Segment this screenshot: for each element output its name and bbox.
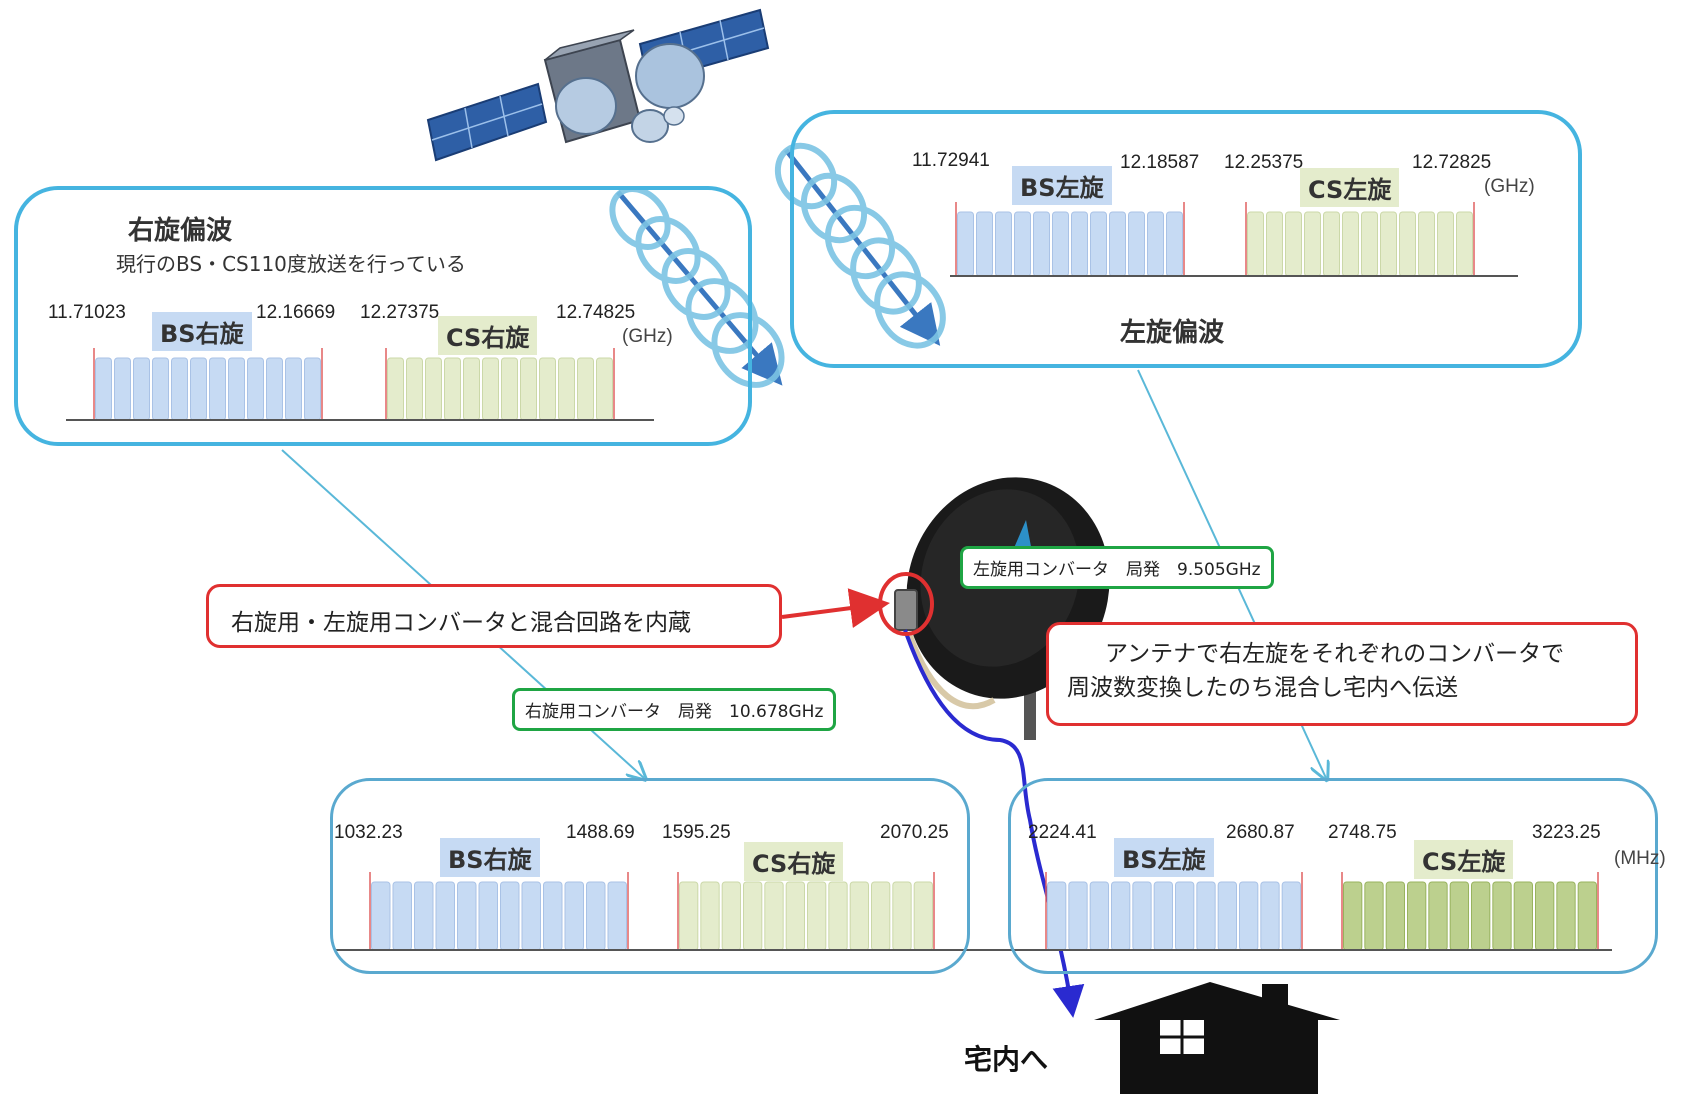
left-polarization-beam	[774, 142, 946, 349]
band-label-bs: BS左旋	[1012, 166, 1112, 205]
freq-label: 2748.75	[1328, 822, 1397, 843]
freq-label: 12.27375	[360, 302, 440, 323]
freq-label: 11.72941	[912, 150, 990, 171]
freq-label: 1488.69	[566, 822, 635, 843]
freq-label: 2070.25	[880, 822, 949, 843]
freq-label: 3223.25	[1532, 822, 1601, 843]
if-left-panel	[1008, 778, 1658, 974]
band-label-bs: BS右旋	[440, 838, 540, 877]
band-label-cs: CS左旋	[1300, 168, 1400, 207]
freq-label: 12.16669	[256, 302, 336, 323]
unit-label: (GHz)	[622, 326, 673, 347]
converter-callout-text: 右旋用・左旋用コンバータと混合回路を内蔵	[231, 610, 691, 636]
if-left-spectrum	[1000, 872, 1612, 951]
home-label: 宅内へ	[964, 1043, 1049, 1076]
freq-label: 12.74825	[556, 302, 636, 323]
left-panel-title: 左旋偏波	[1120, 318, 1225, 348]
satellite-icon	[426, 8, 770, 162]
right-panel-title: 右旋偏波	[128, 216, 233, 246]
unit-label: (MHz)	[1614, 848, 1666, 869]
freq-label: 12.72825	[1412, 152, 1492, 173]
if-right-panel	[330, 778, 970, 974]
freq-label: 1032.23	[334, 822, 403, 843]
house-icon	[1094, 982, 1340, 1094]
right-converter-label: 右旋用コンバータ 局発 10.678GHz	[512, 688, 837, 731]
rf-right-spectrum	[66, 348, 654, 421]
freq-label: 12.25375	[1224, 152, 1304, 173]
left-converter-label: 左旋用コンバータ 局発 9.505GHz	[960, 546, 1274, 589]
right-panel-subtitle: 現行のBS・CS110度放送を行っている	[116, 252, 466, 276]
right-polarization-panel	[14, 186, 752, 446]
freq-label: 2680.87	[1226, 822, 1295, 843]
unit-label: (GHz)	[1484, 176, 1535, 197]
explanation-line-1: アンテナで右左旋をそれぞれのコンバータで	[1105, 641, 1565, 667]
explanation-box: アンテナで右左旋をそれぞれのコンバータで 周波数変換したのち混合し宅内へ伝送	[1046, 622, 1638, 726]
freq-label: 11.71023	[48, 302, 126, 323]
if-right-spectrum	[336, 872, 1000, 951]
callout-arrow	[781, 588, 890, 628]
freq-label: 12.18587	[1120, 152, 1200, 173]
left-polarization-panel	[790, 110, 1582, 368]
band-label-cs: CS右旋	[744, 842, 844, 881]
band-label-cs: CS左旋	[1414, 840, 1514, 879]
converter-highlight-circle	[878, 572, 934, 636]
freq-label: 2224.41	[1028, 822, 1097, 843]
band-label-bs: BS右旋	[152, 312, 252, 351]
rf-left-spectrum	[950, 202, 1518, 277]
freq-label: 1595.25	[662, 822, 731, 843]
band-label-bs: BS左旋	[1114, 838, 1214, 877]
converter-callout: 右旋用・左旋用コンバータと混合回路を内蔵	[206, 584, 782, 648]
band-label-cs: CS右旋	[438, 316, 538, 355]
explanation-line-2: 周波数変換したのち混合し宅内へ伝送	[1067, 675, 1458, 701]
